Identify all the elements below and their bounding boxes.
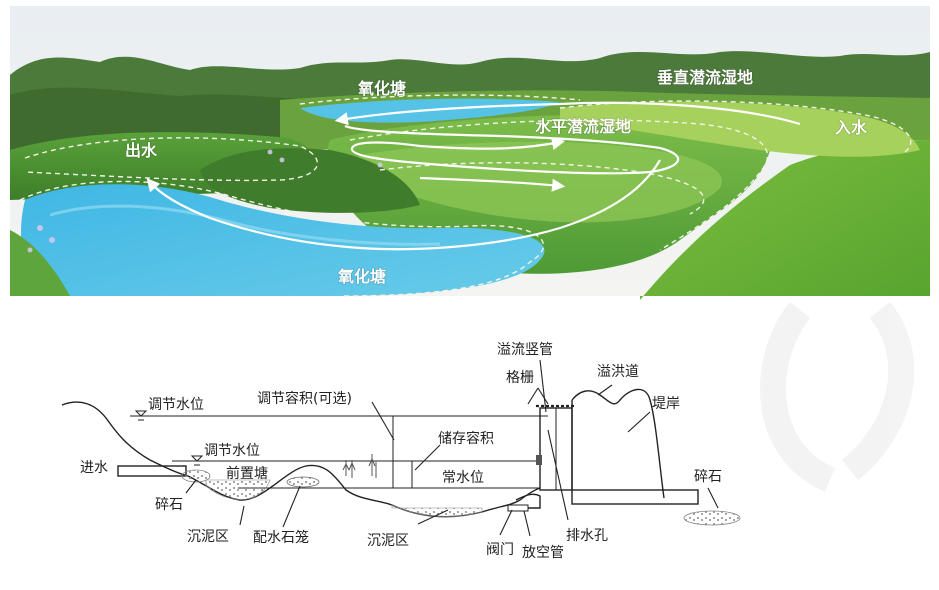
label-sediment-zone-left: 沉泥区 (187, 529, 229, 545)
label-oxidation-pond-top: 氧化塘 (357, 79, 406, 98)
label-grate: 格栅 (506, 370, 534, 386)
label-oxidation-pond-bottom: 氧化塘 (337, 267, 386, 286)
label-regulating-level-top: 调节水位 (148, 397, 204, 413)
label-regulating-volume: 调节容积(可选) (257, 390, 352, 407)
flow-arrows (146, 101, 801, 251)
plants (342, 454, 377, 478)
cross-section-diagram: 溢流竖管 溢洪道 格栅 堤岸 调节水位 调节容积(可选) 储存容积 进水 调节水… (61, 301, 915, 561)
inlet-pipe (117, 465, 187, 477)
label-inlet: 进水 (80, 460, 108, 476)
label-storage-volume: 储存容积 (438, 430, 494, 447)
leader-lines (185, 359, 719, 537)
label-gravel-right: 碎石 (694, 469, 722, 485)
watermark (759, 301, 915, 492)
sediment-zone-right (391, 504, 483, 518)
label-outflow: 出水 (125, 141, 158, 160)
wetland-photo: 氧化塘 垂直潜流湿地 出水 水平潜流湿地 入水 氧化塘 (10, 6, 930, 300)
label-normal-level: 常水位 (442, 470, 484, 486)
label-regulating-level: 调节水位 (204, 443, 260, 459)
oxidation-pond-bottom (20, 184, 545, 296)
gravel-left (181, 469, 211, 483)
label-gravel-left: 碎石 (155, 497, 183, 513)
label-drain-pipe: 放空管 (522, 545, 564, 561)
label-sediment-zone-right: 沉泥区 (367, 533, 409, 549)
label-embankment: 堤岸 (652, 396, 680, 412)
embankment (571, 388, 665, 499)
label-gabion: 配水石笼 (253, 529, 309, 546)
ground-profile (61, 401, 541, 518)
sediment-zone-left (205, 479, 271, 500)
gravel-right (683, 510, 741, 526)
label-vertical-flow-wetland: 垂直潜流湿地 (657, 68, 753, 87)
water-level-symbols (134, 410, 204, 466)
outlet-pipe (571, 489, 699, 505)
label-inflow: 入水 (835, 118, 868, 137)
label-drain-hole: 排水孔 (566, 528, 608, 544)
label-spillway: 溢洪道 (597, 364, 639, 380)
label-valve: 阀门 (486, 542, 514, 558)
label-overflow-riser: 溢流竖管 (497, 342, 553, 358)
gabion (286, 476, 320, 488)
label-forebay: 前置塘 (226, 465, 268, 482)
lawn (640, 140, 930, 300)
vertical-wetland-bed (560, 101, 920, 157)
label-horizontal-flow-wetland: 水平潜流湿地 (535, 117, 631, 136)
